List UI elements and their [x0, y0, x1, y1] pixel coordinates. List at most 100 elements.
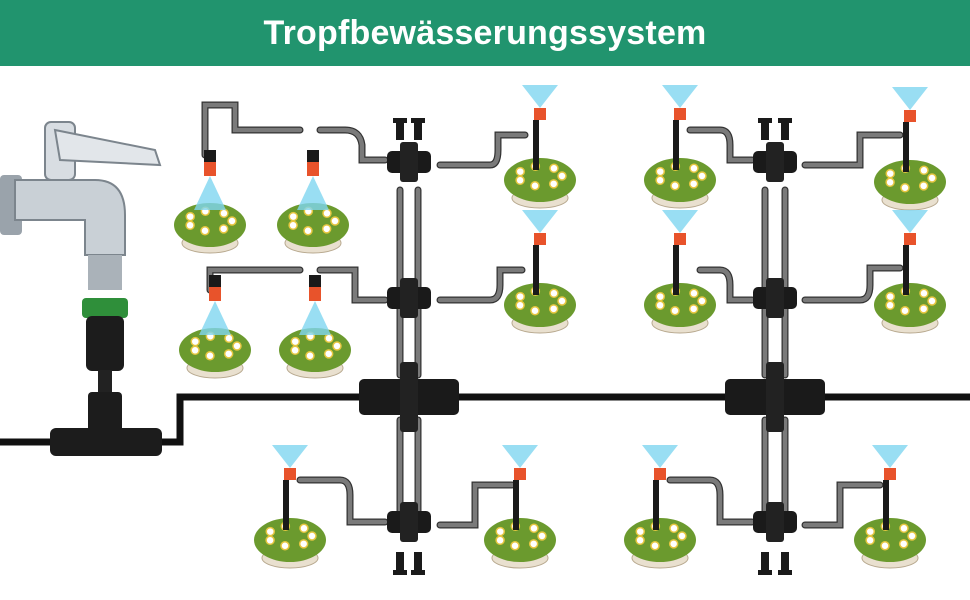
plant-flower [670, 305, 680, 316]
plant-flower [529, 523, 539, 534]
end-plug-cap [758, 570, 772, 575]
tee-connector-body [50, 428, 162, 456]
plant-flower [190, 345, 200, 356]
nozzle-head [674, 108, 686, 120]
sprinkler-nozzle-icon [662, 85, 698, 170]
tube-outline [316, 266, 389, 304]
sprinkler-nozzle-icon [522, 85, 558, 170]
water-spray [522, 85, 558, 108]
plant-flower [689, 288, 699, 299]
plant-flower [495, 526, 506, 537]
potted-plant-icon [484, 518, 556, 569]
plant-flower [200, 225, 210, 236]
end-plug-icon [781, 552, 789, 572]
nozzle-head [534, 233, 546, 245]
distribution-tube [437, 482, 515, 528]
water-spray [272, 445, 308, 468]
plant-flower [655, 300, 665, 311]
plant-flower [549, 288, 559, 299]
plant-flower [232, 341, 242, 351]
plant-flower [880, 540, 890, 551]
plant-flower [510, 540, 520, 551]
tube-outline [206, 266, 304, 294]
plant-leaves [854, 518, 926, 562]
plant-flower [885, 177, 895, 188]
tube-outline [686, 126, 756, 164]
nozzle-head [654, 468, 666, 480]
plant-flower [557, 171, 567, 181]
potted-plant-icon [854, 518, 926, 569]
sprinkler-nozzle-icon [299, 275, 331, 335]
plant-flower [515, 291, 526, 302]
plant-flower [528, 539, 539, 549]
cross-connector-icon [753, 502, 797, 542]
end-plug-icon [396, 552, 404, 572]
plant-flower [898, 539, 909, 549]
end-plug-cap [411, 118, 425, 123]
tee-connector-icon [88, 392, 122, 432]
faucet-body [14, 179, 126, 256]
plant-flower [865, 535, 875, 546]
plant-leaves [504, 158, 576, 202]
tube-outline [801, 481, 884, 529]
plant-flower [927, 173, 937, 183]
tube-outline [296, 476, 389, 526]
end-plug-icon [761, 120, 769, 140]
plant-flower [307, 531, 317, 541]
header-banner: Tropfbewässerungssystem [0, 0, 970, 66]
potted-plant-icon [874, 283, 946, 334]
sprinkler-nozzle-icon [892, 210, 928, 295]
plant-flower [557, 296, 567, 306]
diagram-canvas [0, 85, 970, 575]
plant-flower [305, 350, 315, 361]
nozzle-head [204, 162, 216, 176]
plant-leaves [624, 518, 696, 562]
plant-flower [265, 526, 276, 537]
potted-plant-icon [179, 328, 251, 379]
page-title: Tropfbewässerungssystem [263, 13, 707, 52]
plant-flower [298, 539, 309, 549]
sprinkler-nozzle-icon [199, 275, 231, 335]
plant-flower [899, 523, 909, 534]
distribution-tube [437, 267, 525, 303]
end-plug-icon [414, 120, 422, 140]
plant-flower [670, 180, 680, 191]
plant-flower [265, 535, 275, 546]
plant-flower [515, 175, 525, 186]
cross-connector-arm [400, 142, 418, 182]
nozzle-cap [307, 150, 319, 162]
plant-flower [537, 531, 547, 541]
plant-flower [885, 291, 896, 302]
cross-connector-arm [766, 142, 784, 182]
water-spray [892, 210, 928, 233]
sprinkler-nozzle-icon [872, 445, 908, 530]
plant-flower [919, 288, 929, 299]
faucet-thread [88, 255, 122, 290]
plant-flower [655, 291, 666, 302]
plant-flower [515, 300, 525, 311]
cross-connector-icon [387, 502, 431, 542]
end-plug-icon [414, 552, 422, 572]
plant-flower [900, 305, 910, 316]
water-spray [199, 301, 231, 335]
plant-flower [918, 304, 929, 314]
plant-flower [900, 182, 910, 193]
adapter-neck [98, 370, 112, 395]
potted-plant-icon [174, 203, 246, 254]
plant-flower [549, 163, 559, 174]
plant-flower [495, 535, 505, 546]
potted-plant-icon [624, 518, 696, 569]
water-spray [299, 301, 331, 335]
hose-connector-icon [82, 298, 128, 318]
sprinkler-nozzle-icon [194, 150, 226, 210]
distribution-tube [317, 127, 388, 163]
nozzle-cap [204, 150, 216, 162]
plant-leaves [874, 283, 946, 327]
faucet-icon [0, 121, 162, 456]
distribution-tube [437, 132, 528, 168]
nozzle-head [674, 233, 686, 245]
nozzle-head [307, 162, 319, 176]
cross-connector-arm [400, 502, 418, 542]
potted-plant-icon [504, 283, 576, 334]
